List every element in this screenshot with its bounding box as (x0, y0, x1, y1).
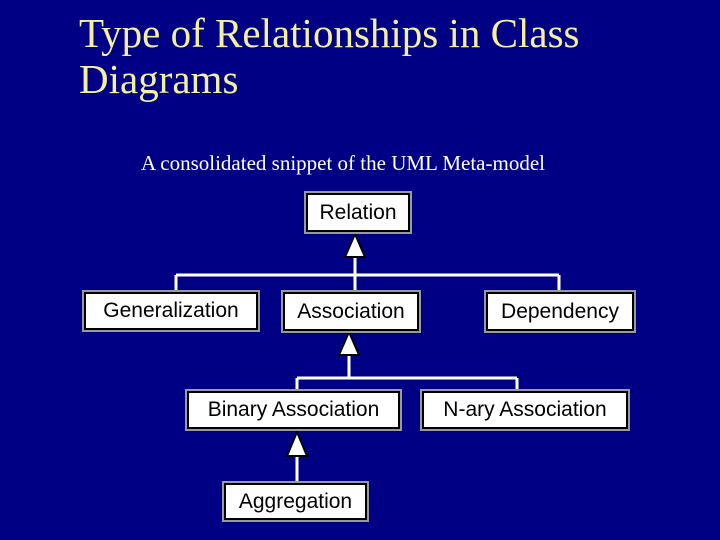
node-dependency: Dependency (484, 290, 636, 333)
node-generalization: Generalization (82, 290, 260, 332)
generalization-arrowhead-binary-association (285, 429, 309, 457)
generalization-arrowhead-relation (343, 231, 367, 258)
node-association: Association (281, 290, 421, 333)
node-nary-association: N-ary Association (420, 389, 630, 431)
node-aggregation: Aggregation (222, 481, 369, 522)
node-relation: Relation (304, 191, 412, 234)
slide-subtitle: A consolidated snippet of the UML Meta-m… (141, 151, 545, 175)
slide-title: Type of Relationships in Class Diagrams (79, 10, 580, 102)
generalization-arrowhead-association (337, 329, 361, 356)
node-binary-association: Binary Association (185, 389, 402, 431)
